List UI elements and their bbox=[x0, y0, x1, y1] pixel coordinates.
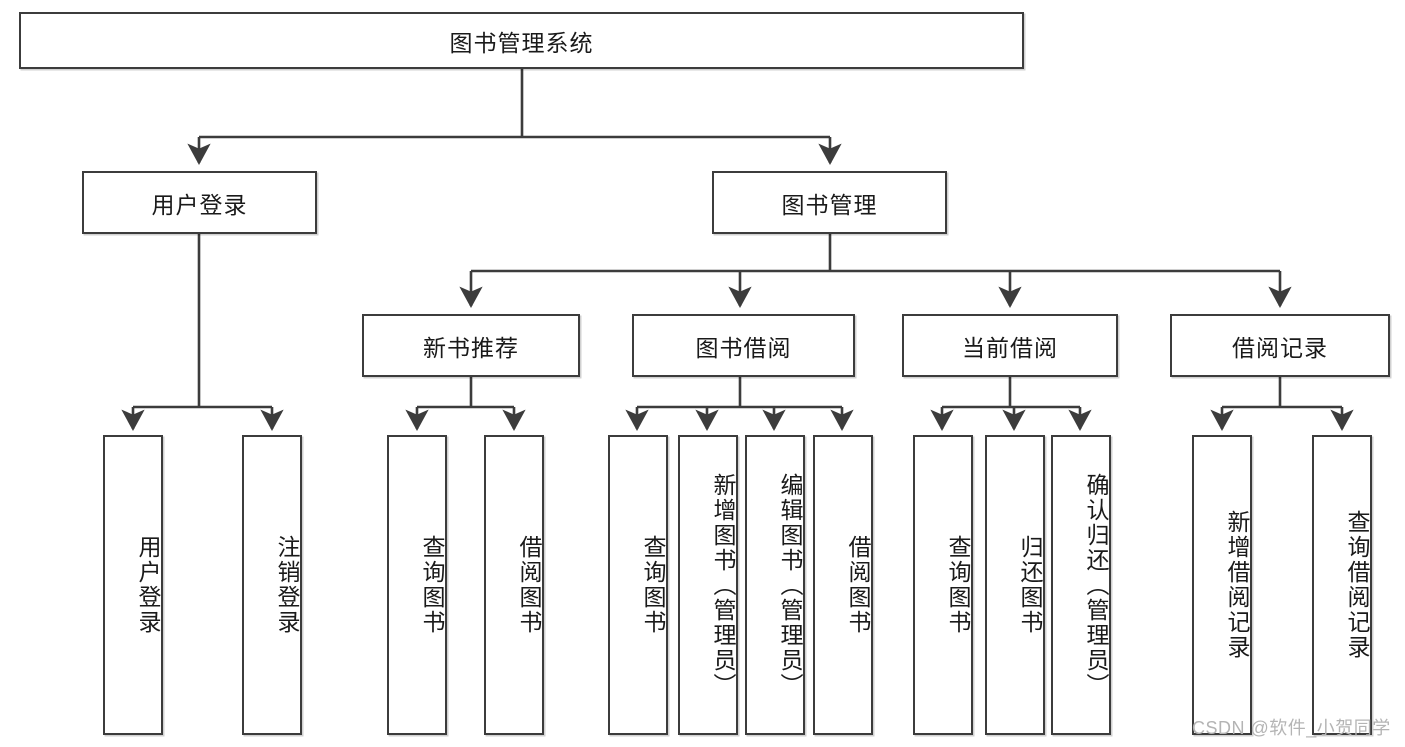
leaf-label: 用户登录 bbox=[135, 535, 161, 635]
node-user-login[interactable]: 用户登录 bbox=[82, 171, 317, 234]
leaf-borrow-edit-book[interactable]: 编辑图书（管理员） bbox=[745, 435, 805, 735]
leaf-borrow-borrow-book[interactable]: 借阅图书 bbox=[813, 435, 873, 735]
leaf-label: 查询借阅记录 bbox=[1344, 510, 1370, 660]
leaf-label: 编辑图书（管理员） bbox=[777, 472, 803, 698]
node-borrow-record[interactable]: 借阅记录 bbox=[1170, 314, 1390, 377]
node-new-book-recommend[interactable]: 新书推荐 bbox=[362, 314, 580, 377]
leaf-borrow-query-book[interactable]: 查询图书 bbox=[608, 435, 668, 735]
leaf-recommend-borrow-book[interactable]: 借阅图书 bbox=[484, 435, 544, 735]
leaf-label: 查询图书 bbox=[945, 535, 971, 635]
leaf-label: 归还图书 bbox=[1017, 535, 1043, 635]
leaf-label: 借阅图书 bbox=[845, 535, 871, 635]
watermark-text: CSDN @软件_小贺同学 bbox=[1192, 718, 1391, 738]
leaf-label: 查询图书 bbox=[419, 535, 445, 635]
leaf-current-confirm-return[interactable]: 确认归还（管理员） bbox=[1051, 435, 1111, 735]
leaf-recommend-query-book[interactable]: 查询图书 bbox=[387, 435, 447, 735]
leaf-label: 注销登录 bbox=[274, 535, 300, 635]
node-current-borrow[interactable]: 当前借阅 bbox=[902, 314, 1118, 377]
node-book-management[interactable]: 图书管理 bbox=[712, 171, 947, 234]
leaf-label: 新增借阅记录 bbox=[1224, 510, 1250, 660]
leaf-borrow-add-book[interactable]: 新增图书（管理员） bbox=[678, 435, 738, 735]
leaf-label: 借阅图书 bbox=[516, 535, 542, 635]
node-book-borrow[interactable]: 图书借阅 bbox=[632, 314, 855, 377]
leaf-label: 新增图书（管理员） bbox=[710, 472, 736, 698]
leaf-user-login-logout[interactable]: 注销登录 bbox=[242, 435, 302, 735]
leaf-user-login-login[interactable]: 用户登录 bbox=[103, 435, 163, 735]
leaf-current-query-book[interactable]: 查询图书 bbox=[913, 435, 973, 735]
node-root-system[interactable]: 图书管理系统 bbox=[19, 12, 1024, 69]
leaf-record-add-record[interactable]: 新增借阅记录 bbox=[1192, 435, 1252, 735]
leaf-label: 查询图书 bbox=[640, 535, 666, 635]
leaf-label: 确认归还（管理员） bbox=[1083, 472, 1109, 698]
leaf-record-query-record[interactable]: 查询借阅记录 bbox=[1312, 435, 1372, 735]
leaf-current-return-book[interactable]: 归还图书 bbox=[985, 435, 1045, 735]
